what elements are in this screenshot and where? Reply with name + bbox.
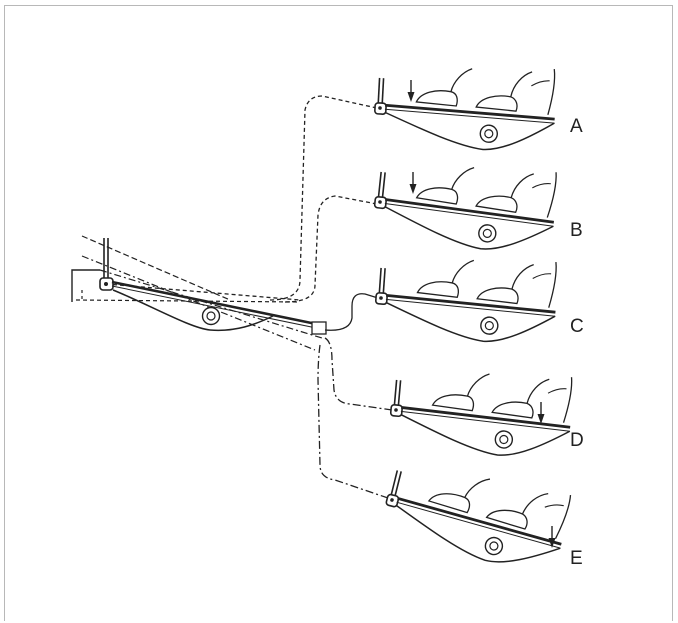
label-a: A xyxy=(570,116,583,137)
pedal-position-c: C xyxy=(374,250,584,346)
pedal-position-d: D xyxy=(388,362,584,461)
label-c: C xyxy=(570,316,584,337)
label-b: B xyxy=(570,220,583,241)
connector-lines xyxy=(269,95,393,499)
figure-frame xyxy=(4,5,673,621)
pedal-position-b: B xyxy=(371,154,583,256)
center-pedal xyxy=(71,235,327,351)
pedal-position-e: E xyxy=(378,452,583,577)
label-e: E xyxy=(570,548,583,569)
pedal-position-a: A xyxy=(373,60,583,153)
label-d: D xyxy=(570,430,584,451)
